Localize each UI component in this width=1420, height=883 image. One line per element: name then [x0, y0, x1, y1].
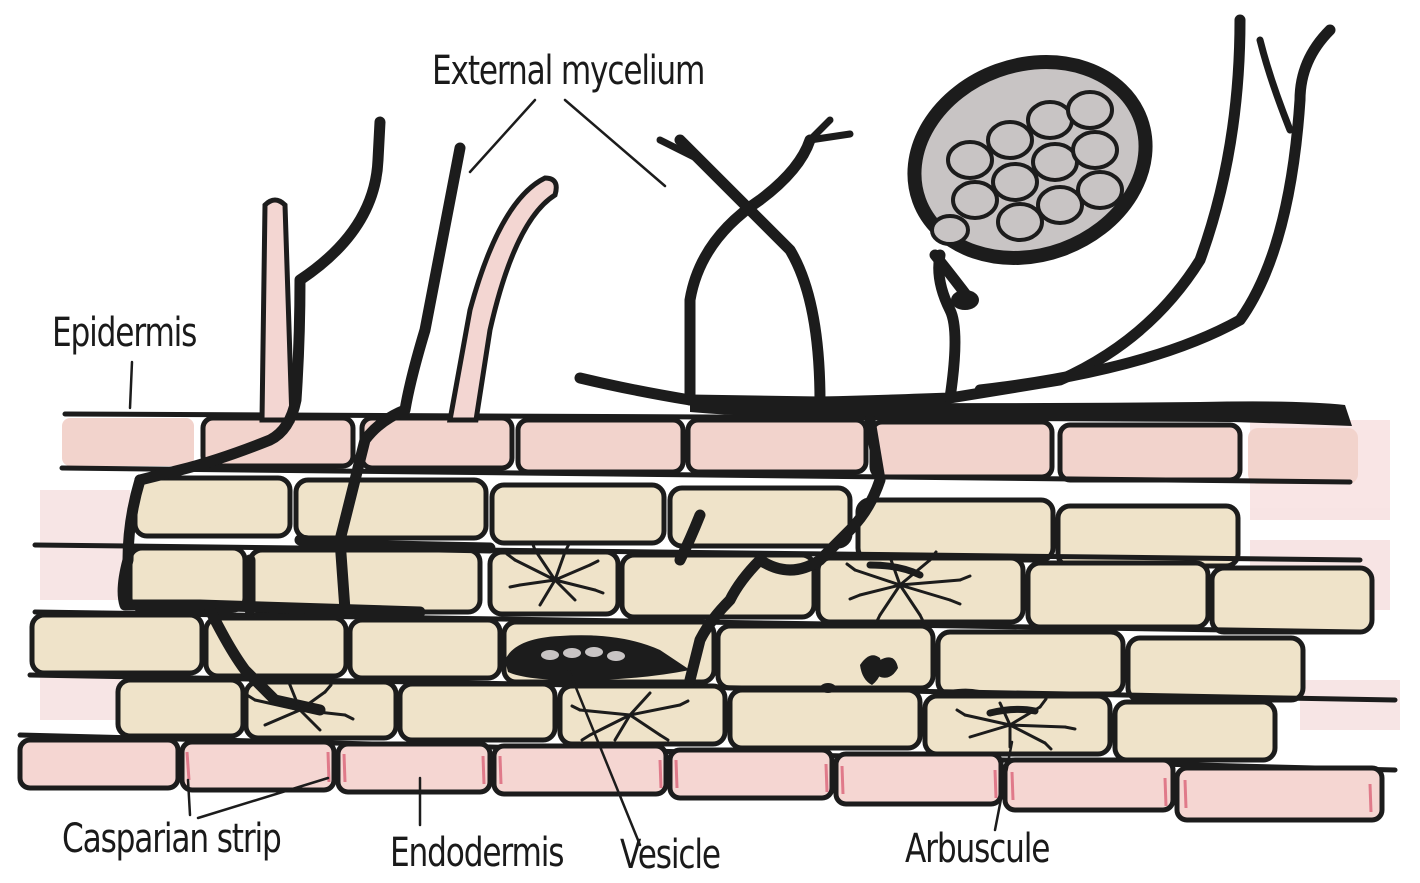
pale-root-hair	[262, 200, 292, 420]
endodermis-cell	[494, 746, 666, 794]
epidermis-cell	[688, 420, 866, 472]
label-arbuscule: Arbuscule	[905, 826, 1049, 872]
label-casparian-strip: Casparian strip	[62, 816, 281, 862]
endodermis-cell	[338, 744, 490, 792]
label-endodermis: Endodermis	[390, 830, 563, 876]
epidermis-cell	[1248, 428, 1358, 484]
endodermis-cell	[670, 750, 832, 798]
endodermis-cell	[1005, 760, 1173, 810]
endodermis-cell	[20, 740, 178, 788]
epidermis-cell	[872, 422, 1052, 477]
label-external-mycelium: External mycelium	[432, 48, 704, 94]
label-epidermis: Epidermis	[52, 310, 196, 356]
label-vesicle: Vesicle	[620, 832, 720, 878]
epidermis-cell	[518, 420, 683, 472]
endodermis-cell	[836, 754, 1001, 804]
spore-body	[887, 30, 1174, 289]
spore	[887, 30, 1174, 310]
epidermis-cell	[62, 418, 194, 466]
pale-root-hair	[450, 178, 556, 420]
endodermis-cell	[1177, 768, 1382, 820]
epidermis-cell	[1060, 425, 1240, 480]
